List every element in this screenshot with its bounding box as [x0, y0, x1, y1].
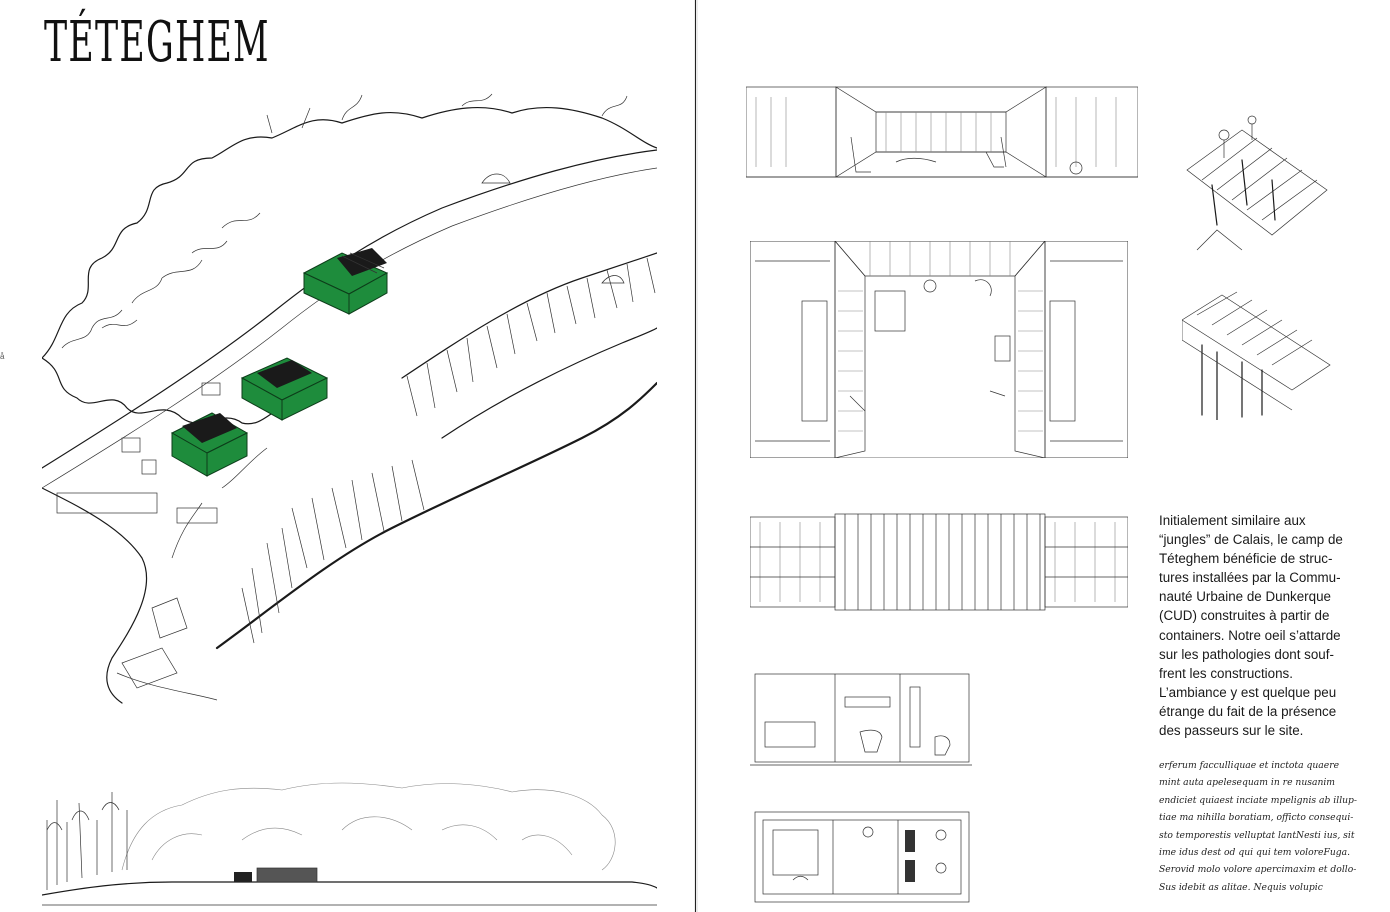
container-group-top: [302, 248, 389, 315]
sanitary-plan: [753, 810, 971, 906]
caption-line: ime idus dest od qui qui tem voloreFuga.: [1159, 847, 1351, 859]
container-interior-perspective: [746, 82, 1138, 210]
page-title: TÉTEGHEM: [44, 10, 270, 75]
container-interior-plan: [750, 241, 1128, 458]
body-text: Initialement similaire aux “jungles” de …: [1159, 511, 1364, 740]
caption-line: erferum facculliquae et inctota quaere: [1159, 760, 1340, 771]
body-line: L’ambiance y est quelque peu: [1159, 684, 1337, 700]
sanitary-section: [750, 672, 972, 768]
left-page: [0, 0, 694, 912]
body-line: tures installées par la Commu-: [1159, 570, 1341, 586]
margin-mark: å: [0, 352, 5, 361]
container-group-bottom: [170, 412, 249, 477]
page-gutter: [694, 0, 698, 912]
body-line: frent les constructions.: [1159, 665, 1293, 681]
body-line: “jungles” de Calais, le camp de: [1159, 532, 1343, 548]
body-line: étrange du fait de la présence: [1159, 703, 1337, 719]
caption-line: tiae ma nihilla boratiam, officto conseq…: [1159, 812, 1354, 824]
site-section-sketch: [42, 770, 657, 910]
aerial-camp-sketch: [42, 88, 657, 713]
caption-text: erferum facculliquae et inctota quaere m…: [1159, 757, 1358, 896]
roof-edge-detail: [1182, 290, 1332, 420]
roof-joint-detail: [1182, 110, 1330, 258]
right-page: [698, 0, 1390, 912]
container-group-middle: [240, 357, 329, 421]
body-line: Téteghem bénéficie de struc-: [1159, 551, 1333, 567]
body-line: Initialement similaire aux: [1159, 513, 1306, 528]
caption-line: mint auta apelesequam in re nusanim: [1159, 777, 1336, 789]
body-line: sur les pathologies dont souf-: [1159, 646, 1334, 662]
caption-line: Sus idebit as alitae. Nequis volupic: [1159, 881, 1323, 893]
caption-line: sto temporestis velluptat lantNesti ius,…: [1159, 829, 1355, 841]
caption-line: Serovid molo volore apercimaxim et dollo…: [1159, 864, 1357, 876]
body-line: (CUD) construites à partir de: [1159, 608, 1330, 624]
gutter-line: [695, 0, 696, 912]
caption-line: endiciet quiaest inciate mpelignis ab il…: [1159, 794, 1358, 806]
body-line: containers. Notre oeil s’attarde: [1159, 627, 1341, 643]
container-elevation: [750, 512, 1128, 614]
body-line: nauté Urbaine de Dunkerque: [1159, 589, 1331, 605]
body-line: des passeurs sur le site.: [1159, 723, 1304, 739]
